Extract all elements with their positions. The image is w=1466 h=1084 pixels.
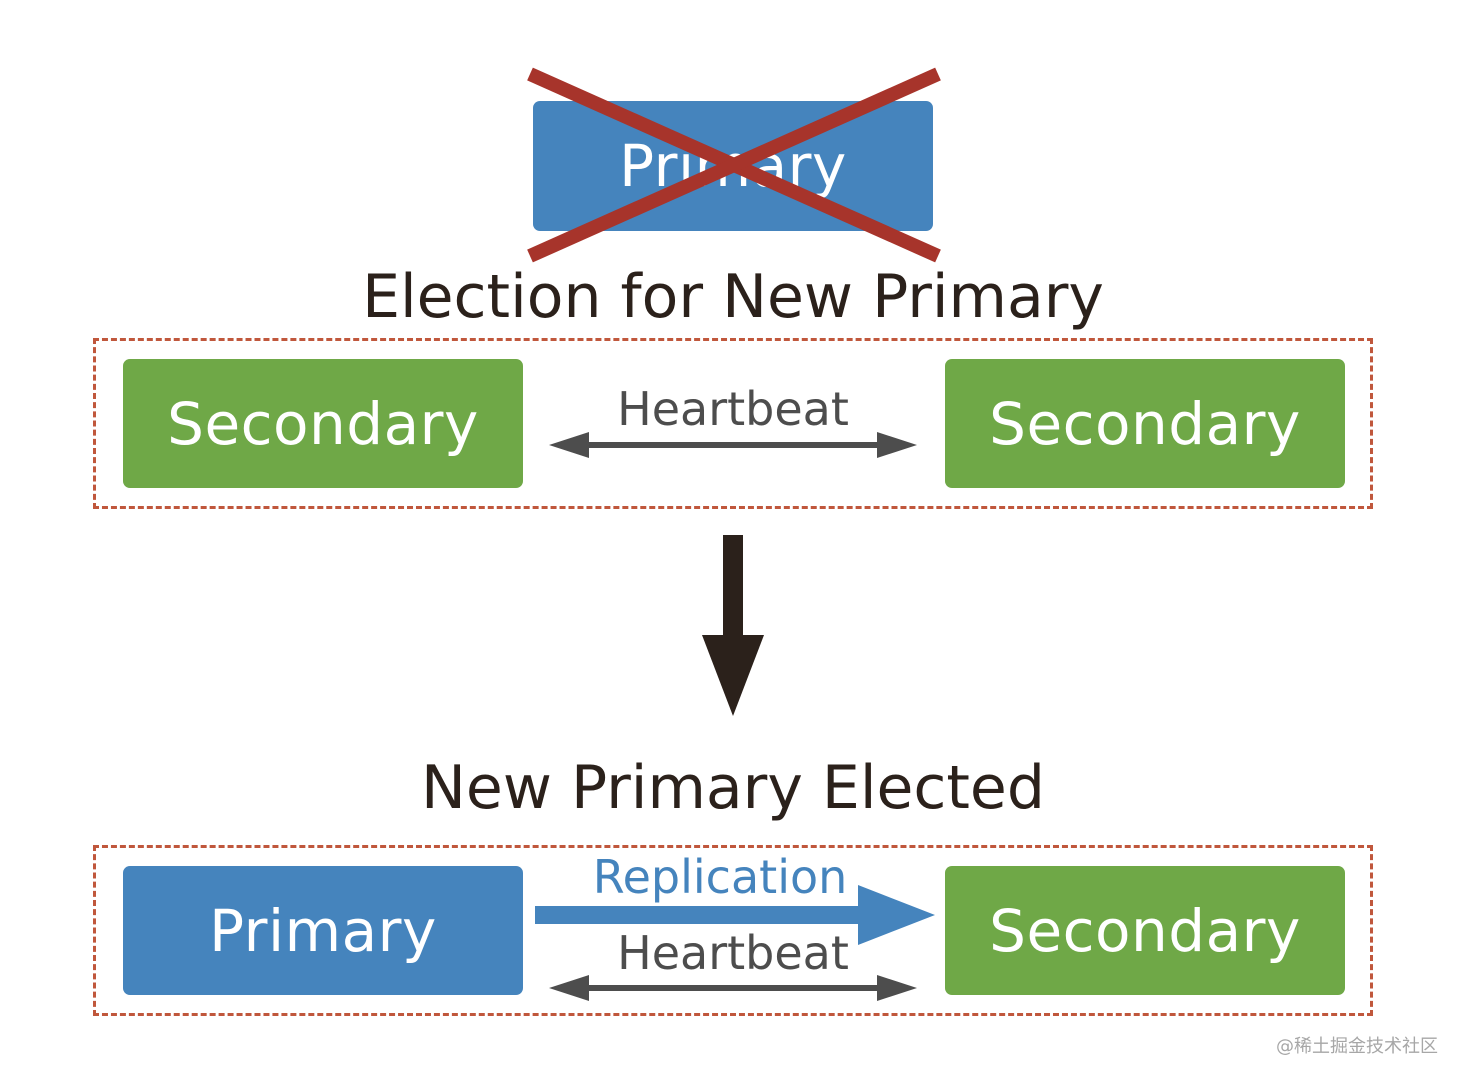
- flow-down-arrow: [702, 535, 764, 716]
- election-heartbeat-arrow: [549, 432, 917, 458]
- election-title: Election for New Primary: [362, 262, 1104, 332]
- elected-heartbeat-label: Heartbeat: [617, 926, 849, 980]
- election-right-secondary-node: Secondary: [945, 359, 1345, 488]
- elected-title: New Primary Elected: [421, 753, 1045, 823]
- elected-group: [93, 845, 1373, 1016]
- elected-heartbeat-arrow: [549, 975, 917, 1001]
- elected-primary-node: Primary: [123, 866, 523, 995]
- election-left-secondary-node: Secondary: [123, 359, 523, 488]
- elected-secondary-label: Secondary: [989, 896, 1301, 965]
- replication-label: Replication: [592, 850, 848, 904]
- election-right-secondary-label: Secondary: [989, 389, 1301, 458]
- elected-primary-label: Primary: [209, 896, 437, 965]
- election-left-secondary-label: Secondary: [167, 389, 479, 458]
- election-heartbeat-label: Heartbeat: [617, 382, 849, 436]
- election-group: [93, 338, 1373, 509]
- elected-secondary-node: Secondary: [945, 866, 1345, 995]
- failed-cross-icon: [527, 67, 941, 263]
- watermark: @稀土掘金技术社区: [1276, 1036, 1438, 1057]
- replication-arrow: [535, 885, 935, 945]
